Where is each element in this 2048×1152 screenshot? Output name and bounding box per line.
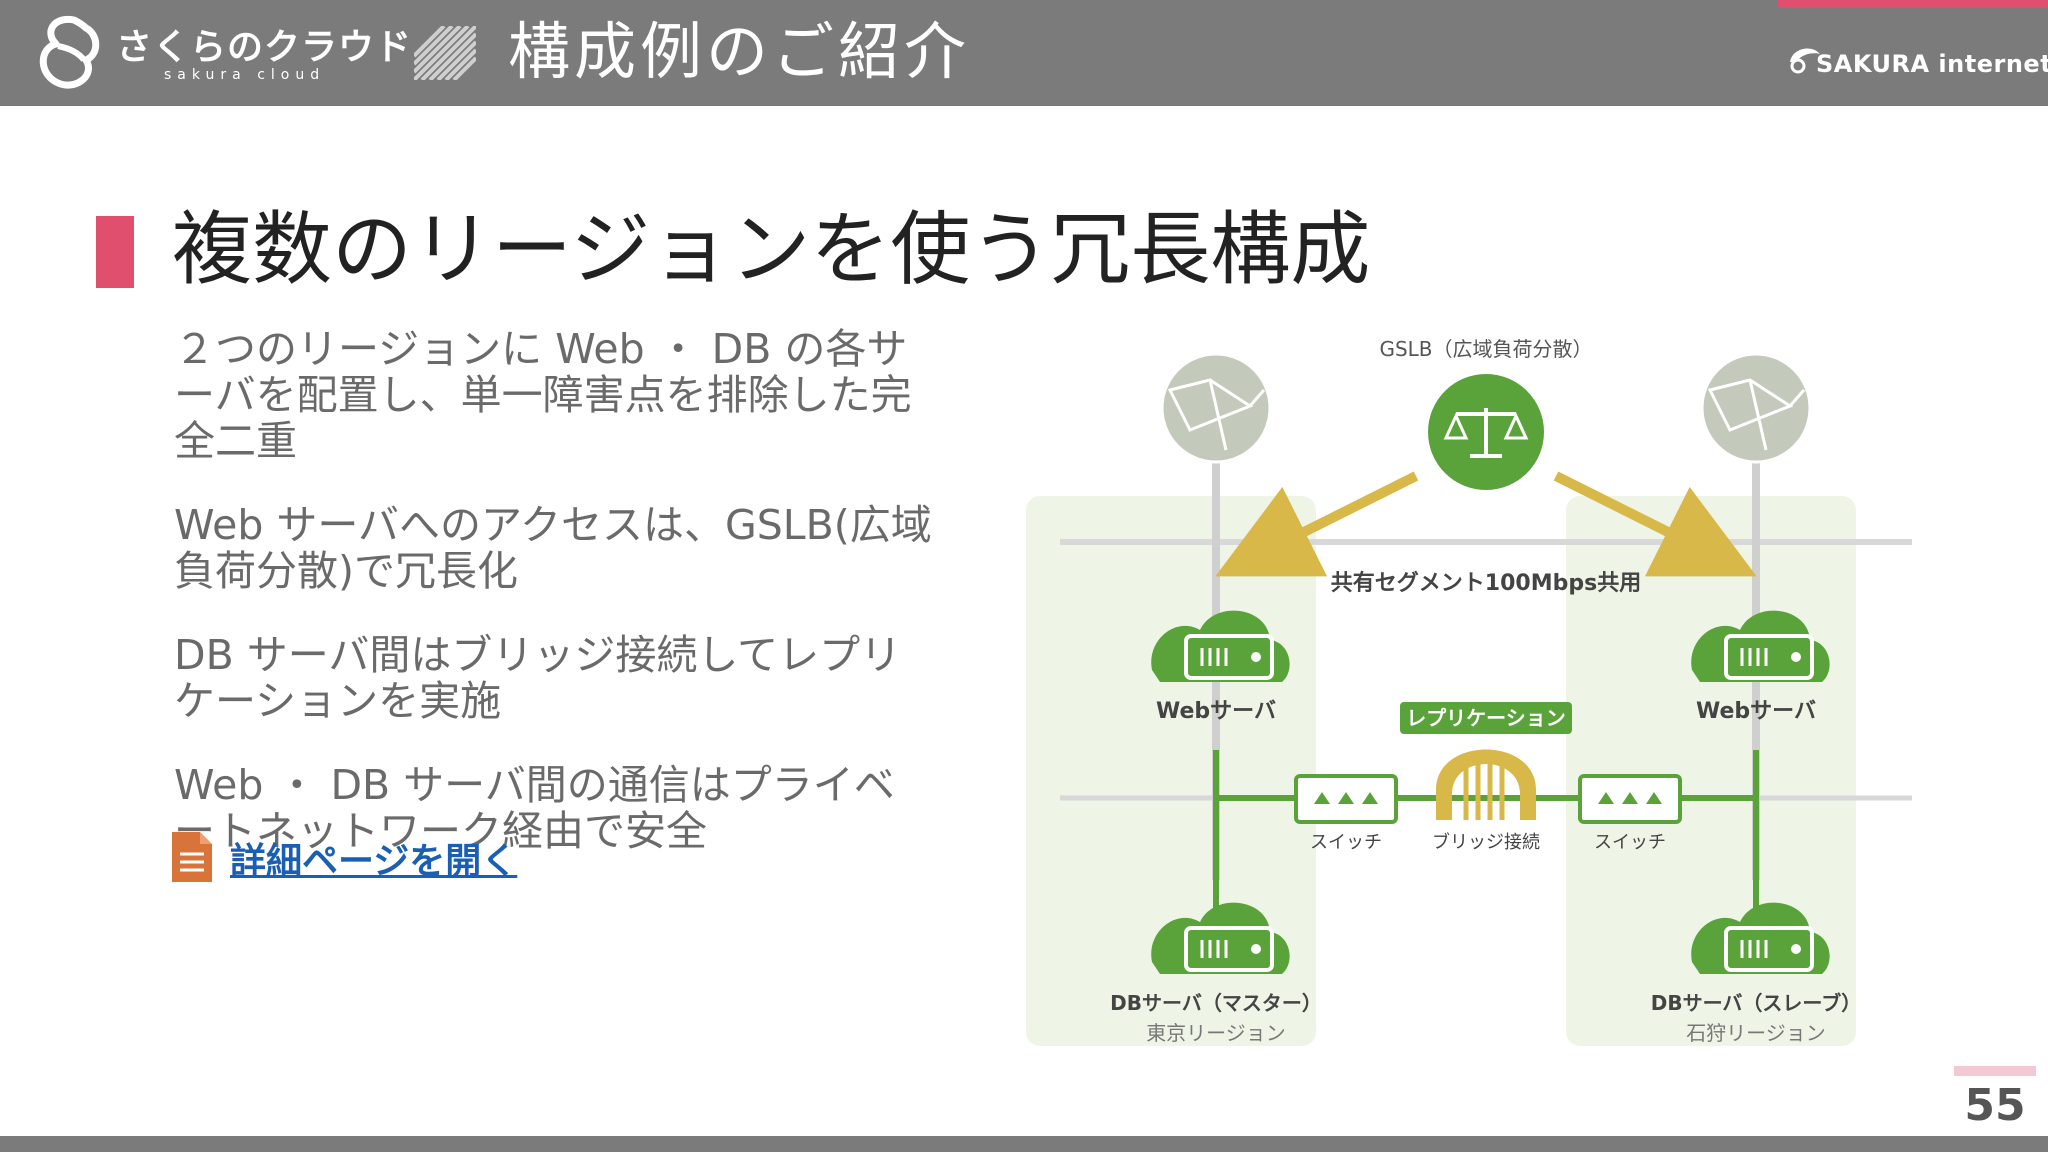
detail-link-text[interactable]: 詳細ページを開く: [230, 841, 518, 882]
network-diagram: GSLB（広域負荷分散） 共有セグメント100Mbps共用 Webサーバ Web…: [1026, 337, 1912, 1046]
bullet-item: DB サーバ間はブリッジ接続してレプリケーションを実施: [174, 631, 902, 725]
db-server-right-label: DBサーバ（スレーブ）: [1651, 991, 1861, 1015]
header-bar: さくらのクラウド sakura cloud 構成例のご紹介 SAKURA int…: [0, 0, 2048, 106]
page-number: 55: [1964, 1080, 2026, 1131]
cloud-server-icon: [1151, 902, 1290, 974]
footer-bar: [0, 1136, 2048, 1152]
hatch-icon: [414, 26, 476, 80]
cloud-server-icon: [1151, 610, 1290, 682]
sakura-icon: [1790, 48, 1820, 74]
db-server-left-label: DBサーバ（マスター）: [1110, 991, 1322, 1015]
brand-text: SAKURA internet: [1816, 50, 2048, 78]
web-server-left-label: Webサーバ: [1156, 699, 1276, 724]
switch-left-label: スイッチ: [1310, 832, 1382, 853]
region-left-label: 東京リージョン: [1146, 1021, 1286, 1045]
title-accent-mark: [96, 216, 134, 288]
globe-icon: [1700, 352, 1812, 464]
gslb-label: GSLB（広域負荷分散）: [1379, 337, 1592, 361]
web-server-right-label: Webサーバ: [1696, 699, 1816, 724]
document-icon: [172, 832, 212, 882]
bullet-item: Web サーバへのアクセスは、GSLB(広域負荷分散)で冗長化: [174, 501, 932, 595]
replication-badge: [1400, 702, 1572, 734]
logo-text: さくらのクラウド: [116, 27, 413, 68]
switch-icon: [1578, 774, 1682, 824]
cloud-server-icon: [1691, 610, 1830, 682]
bridge-icon: [1436, 749, 1536, 820]
bullet-item: ２つのリージョンに Web ・ DB の各サーバを配置し、単一障害点を排除した完…: [174, 325, 912, 465]
logo-icon: [39, 15, 100, 89]
brand-accent-bar: [1778, 0, 2048, 8]
replication-label: レプリケーション: [1406, 706, 1566, 730]
switch-right-label: スイッチ: [1594, 832, 1666, 853]
globe-icon: [1160, 352, 1272, 464]
bridge-label: ブリッジ接続: [1432, 831, 1540, 853]
header-title: 構成例のご紹介: [508, 15, 971, 88]
segment-label: 共有セグメント100Mbps共用: [1331, 570, 1641, 596]
bullet-list: ２つのリージョンに Web ・ DB の各サーバを配置し、単一障害点を排除した完…: [174, 326, 934, 892]
bullet-item: Web ・ DB サーバ間の通信はプライベートネットワーク経由で安全: [174, 761, 895, 855]
scale-icon: [1428, 374, 1544, 490]
logo-subtext: sakura cloud: [164, 67, 326, 83]
switch-icon: [1294, 774, 1398, 824]
region-right-label: 石狩リージョン: [1686, 1021, 1826, 1045]
slide-title: 複数のリージョンを使う冗長構成: [172, 203, 1371, 296]
cloud-server-icon: [1691, 902, 1830, 974]
